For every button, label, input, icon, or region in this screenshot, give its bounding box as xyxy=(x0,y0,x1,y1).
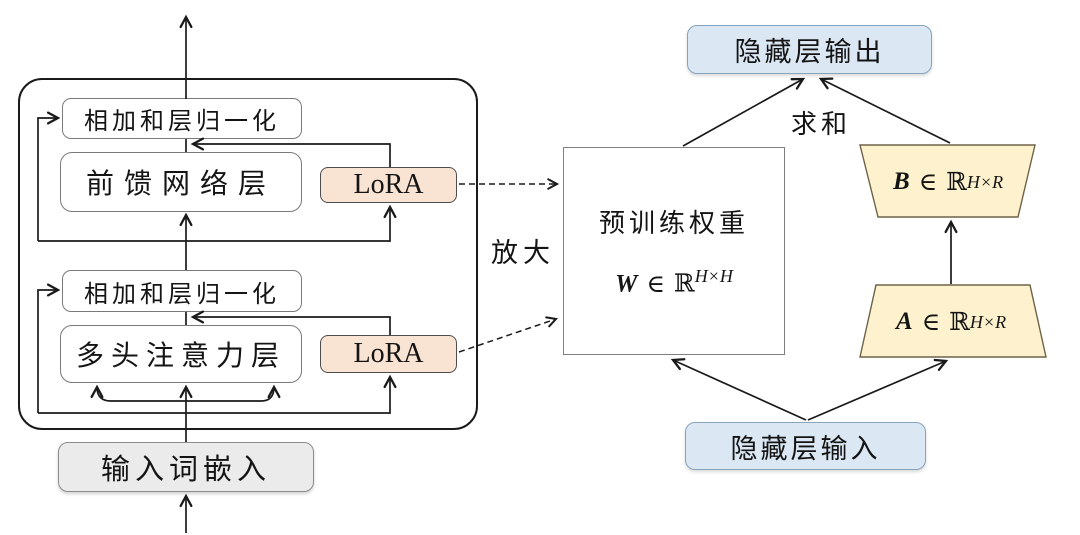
hidden-input-label: 隐藏层输入 xyxy=(730,433,881,464)
multi-head-attention-box: 多头注意力层 xyxy=(60,325,302,383)
add-norm-bottom-label: 相加和层归一化 xyxy=(84,281,280,308)
element-of-symbol: ∈ xyxy=(918,169,938,196)
a-dimension: H×R xyxy=(969,311,1007,332)
sum-label: 求和 xyxy=(790,110,851,139)
add-norm-bottom-box: 相加和层归一化 xyxy=(62,270,302,312)
hidden-input-box: 隐藏层输入 xyxy=(685,422,926,470)
add-norm-top-box: 相加和层归一化 xyxy=(62,98,302,139)
multi-head-attention-label: 多头注意力层 xyxy=(75,341,286,372)
hidden-output-box: 隐藏层输出 xyxy=(687,25,932,74)
real-set-symbol: ℝ xyxy=(949,309,970,336)
pretrained-weight-title: 预训练权重 xyxy=(598,209,749,239)
b-dimension: H×R xyxy=(966,171,1004,192)
w-dimension: H×H xyxy=(694,266,733,287)
pretrained-weight-formula: W ∈ ℝH×H xyxy=(615,266,733,298)
input-embedding-box: 输入词嵌入 xyxy=(58,442,314,492)
w-symbol: W xyxy=(615,270,638,298)
add-norm-top-label: 相加和层归一化 xyxy=(84,109,280,135)
a-symbol: A xyxy=(895,308,913,335)
lora-ffn-box: LoRA xyxy=(320,167,457,203)
hidden-output-label: 隐藏层输出 xyxy=(734,37,885,67)
element-of-symbol: ∈ xyxy=(646,270,665,298)
zoom-in-label: 放大 xyxy=(491,238,555,268)
lora-attention-label: LoRA xyxy=(353,338,424,369)
input-to-a-arrow xyxy=(807,358,949,421)
lora-ffn-label: LoRA xyxy=(353,169,424,200)
pretrained-weight-box: 预训练权重 W ∈ ℝH×H xyxy=(563,147,785,355)
real-set-symbol: ℝ xyxy=(673,270,695,298)
input-embedding-label: 输入词嵌入 xyxy=(100,454,271,486)
real-set-symbol: ℝ xyxy=(946,169,967,196)
input-to-w-arrow xyxy=(670,358,807,421)
feed-forward-label: 前馈网络层 xyxy=(85,169,276,200)
b-symbol: B xyxy=(892,168,910,195)
lora-attention-box: LoRA xyxy=(320,335,457,373)
element-of-symbol: ∈ xyxy=(921,309,941,336)
feed-forward-box: 前馈网络层 xyxy=(60,152,302,212)
